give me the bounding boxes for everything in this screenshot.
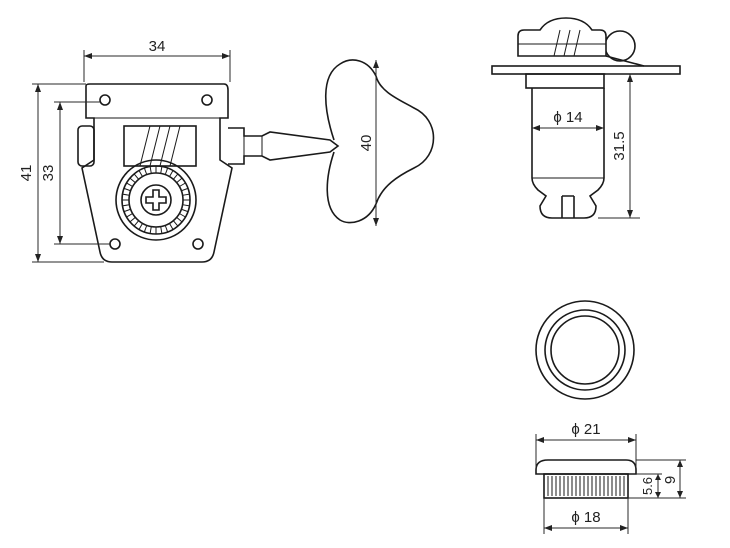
bushing-flange <box>535 459 637 475</box>
bushing-side-view <box>535 459 637 499</box>
gear-tooth <box>143 167 148 175</box>
side-dimensions <box>532 73 640 219</box>
gear-tooth <box>164 167 169 175</box>
bushing-inner-ring <box>550 315 620 385</box>
bushing-dimensions <box>535 434 686 534</box>
string-post <box>531 88 605 219</box>
front-view <box>77 59 435 263</box>
side-roller-tab <box>605 55 645 67</box>
gear-tooth <box>181 187 189 192</box>
gear-tooth <box>123 208 131 213</box>
mount-hole-bottom-right <box>192 238 204 250</box>
dim-height-40: 40 <box>358 135 375 152</box>
dim-diameter-14: ϕ 14 <box>553 109 582 126</box>
bushing-knurled-body <box>543 473 629 499</box>
gear-tooth <box>160 166 163 174</box>
gear-tooth <box>122 193 130 196</box>
side-gear-top <box>517 17 607 57</box>
gear-teeth-ring <box>121 165 191 235</box>
gear-tooth <box>181 208 189 213</box>
side-plate <box>491 65 681 75</box>
gear-tooth <box>149 166 152 174</box>
gear-inner <box>128 172 184 228</box>
gear-tooth <box>160 226 163 234</box>
gear-tooth <box>172 173 179 180</box>
gear-tooth <box>176 216 183 223</box>
gear-tooth <box>126 213 133 218</box>
gear-tooth <box>133 220 140 227</box>
side-gear-threads <box>553 29 581 57</box>
post-screw-head <box>140 184 172 216</box>
bushing-outer-ring <box>535 300 635 400</box>
post-slot <box>561 195 575 218</box>
mount-hole-top-left <box>99 94 111 106</box>
dim-height-33: 33 <box>40 165 57 182</box>
dim-height-31-5: 31.5 <box>611 131 628 160</box>
mount-hole-bottom-left <box>109 238 121 250</box>
gear-tooth <box>123 187 131 192</box>
gear-tooth <box>176 177 183 184</box>
dim-height-9: 9 <box>662 476 679 484</box>
gear-tooth <box>143 225 148 233</box>
side-view <box>491 17 681 219</box>
gear-tooth <box>126 182 133 187</box>
dim-diameter-21: ϕ 21 <box>571 421 600 438</box>
gear-tooth <box>182 204 190 207</box>
side-bushing <box>525 73 605 89</box>
gear-tooth <box>138 223 143 230</box>
dim-width-34: 34 <box>149 38 166 55</box>
bushing-middle-ring <box>544 309 626 391</box>
gear-tooth <box>133 173 140 180</box>
mount-hole-top-right <box>201 94 213 106</box>
gear-tooth <box>169 223 174 230</box>
gear-tooth <box>169 170 174 177</box>
dim-height-41: 41 <box>18 165 35 182</box>
tuner-plate <box>81 83 233 263</box>
bushing-knurl-lines <box>547 476 625 496</box>
gear-teeth <box>122 166 190 234</box>
gear-tooth <box>182 193 190 196</box>
front-dimensions <box>32 50 379 263</box>
gear-outer <box>115 159 197 241</box>
gear-tooth <box>129 177 136 184</box>
phillips-screw-icon <box>145 189 167 211</box>
bushing-top-view <box>535 300 635 400</box>
gear-tooth <box>129 216 136 223</box>
gear-tooth <box>164 225 169 233</box>
gear-tooth <box>172 220 179 227</box>
gear-tooth <box>179 213 186 218</box>
gear-tooth <box>179 182 186 187</box>
gear-tooth <box>149 226 152 234</box>
tuning-key-head <box>324 59 435 224</box>
dim-height-5-6: 5.6 <box>640 477 655 495</box>
gear-tooth <box>122 204 130 207</box>
worm-threads <box>139 125 181 167</box>
gear-tooth <box>138 170 143 177</box>
dim-diameter-18: ϕ 18 <box>571 509 600 526</box>
worm-end-cap <box>77 125 95 167</box>
